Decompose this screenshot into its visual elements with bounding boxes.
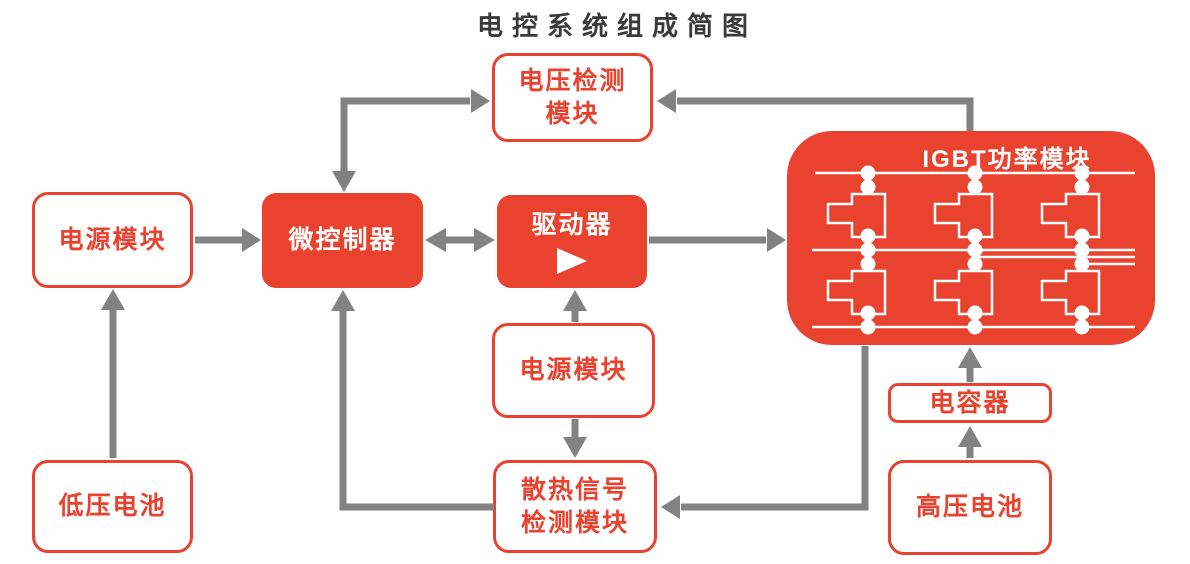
arrowhead-up bbox=[563, 290, 587, 311]
node-label: 微控制器 bbox=[288, 226, 397, 255]
arrow-mcu-driver-bidirectional bbox=[425, 228, 495, 252]
node-high-voltage-battery: 高压电池 bbox=[888, 460, 1052, 555]
node-label: 电源模块 bbox=[519, 356, 628, 385]
arrowhead-left bbox=[661, 495, 680, 519]
arrow-igbt-to-heat-detect bbox=[661, 346, 869, 519]
arrowhead-up bbox=[101, 289, 125, 310]
arrowhead-up bbox=[958, 347, 982, 368]
arrowhead-up bbox=[958, 426, 982, 447]
node-microcontroller: 微控制器 bbox=[262, 193, 423, 288]
arrowhead-left bbox=[657, 89, 676, 113]
arrow-mcu-voltage-detect-bidirectional bbox=[332, 89, 490, 192]
arrowhead-right bbox=[474, 228, 495, 252]
diagram-title: 电控系统组成简图 bbox=[476, 11, 757, 41]
arrow-power-center-to-heat-detect bbox=[563, 419, 587, 458]
node-power-module-center: 电源模块 bbox=[492, 323, 655, 418]
arrow-power-center-to-driver bbox=[563, 290, 587, 322]
arrow-heat-detect-to-mcu bbox=[331, 290, 494, 511]
arrowhead-down bbox=[332, 171, 356, 192]
arrow-power-left-to-mcu bbox=[195, 228, 261, 252]
node-capacitor: 电容器 bbox=[888, 383, 1052, 423]
node-low-voltage-battery: 低压电池 bbox=[32, 460, 193, 553]
arrow-driver-to-igbt bbox=[649, 228, 786, 252]
arrowhead-left bbox=[425, 228, 446, 252]
node-igbt-power-module: IGBT功率模块 bbox=[787, 131, 1155, 345]
arrowhead-up bbox=[331, 290, 355, 311]
arrow-hv-battery-to-capacitor bbox=[958, 426, 982, 458]
arrow-capacitor-to-igbt bbox=[958, 347, 982, 382]
arrowhead-down bbox=[563, 437, 587, 458]
play-icon bbox=[557, 247, 587, 274]
node-power-module-left: 电源模块 bbox=[32, 192, 193, 288]
node-label: 驱动器 bbox=[531, 211, 613, 240]
arrowhead-right bbox=[242, 228, 261, 252]
node-label: 电源模块 bbox=[58, 225, 167, 254]
node-label: 电容器 bbox=[929, 388, 1011, 417]
node-label: 电压检测 模块 bbox=[518, 67, 627, 128]
node-label: IGBT功率模块 bbox=[922, 146, 1092, 173]
arrow-lv-battery-to-power-left bbox=[101, 289, 125, 458]
arrow-igbt-to-voltage-detect bbox=[657, 89, 974, 131]
node-label: 散热信号 检测模块 bbox=[520, 476, 629, 537]
node-voltage-detect-module: 电压检测 模块 bbox=[492, 53, 653, 142]
node-label: 低压电池 bbox=[58, 492, 167, 521]
arrowhead-right bbox=[471, 89, 490, 113]
node-driver: 驱动器 bbox=[497, 195, 647, 288]
node-heat-signal-detect-module: 散热信号 检测模块 bbox=[493, 460, 657, 553]
arrowhead-right bbox=[767, 228, 786, 252]
node-label: 高压电池 bbox=[915, 493, 1024, 522]
